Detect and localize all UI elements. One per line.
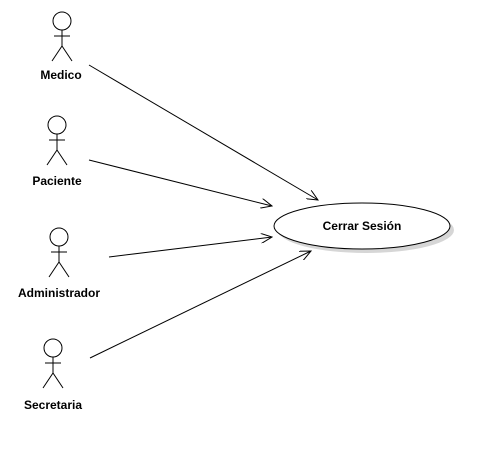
actor-secretaria[interactable]: Secretaria [24, 338, 82, 412]
associations [88, 64, 318, 359]
actor-medico[interactable]: Medico [40, 11, 82, 82]
association-administrador[interactable] [108, 237, 272, 258]
stick-figure-icon [51, 11, 73, 62]
association-paciente[interactable] [88, 159, 272, 206]
association-medico[interactable] [88, 64, 318, 200]
stick-figure-icon [46, 115, 68, 166]
use-case-ellipse[interactable] [273, 202, 451, 250]
stick-figure-icon [42, 338, 64, 389]
actor-label: Paciente [32, 174, 82, 188]
use-case-cerrar-sesion[interactable]: Cerrar Sesión [273, 202, 454, 253]
actor-label: Administrador [18, 286, 100, 300]
association-secretaria[interactable] [89, 251, 311, 359]
actor-administrador[interactable]: Administrador [18, 227, 100, 300]
stick-figure-icon [48, 227, 70, 278]
use-case-label: Cerrar Sesión [323, 219, 402, 233]
actor-label: Secretaria [24, 398, 82, 412]
actor-label: Medico [40, 68, 81, 82]
actor-paciente[interactable]: Paciente [32, 115, 82, 188]
